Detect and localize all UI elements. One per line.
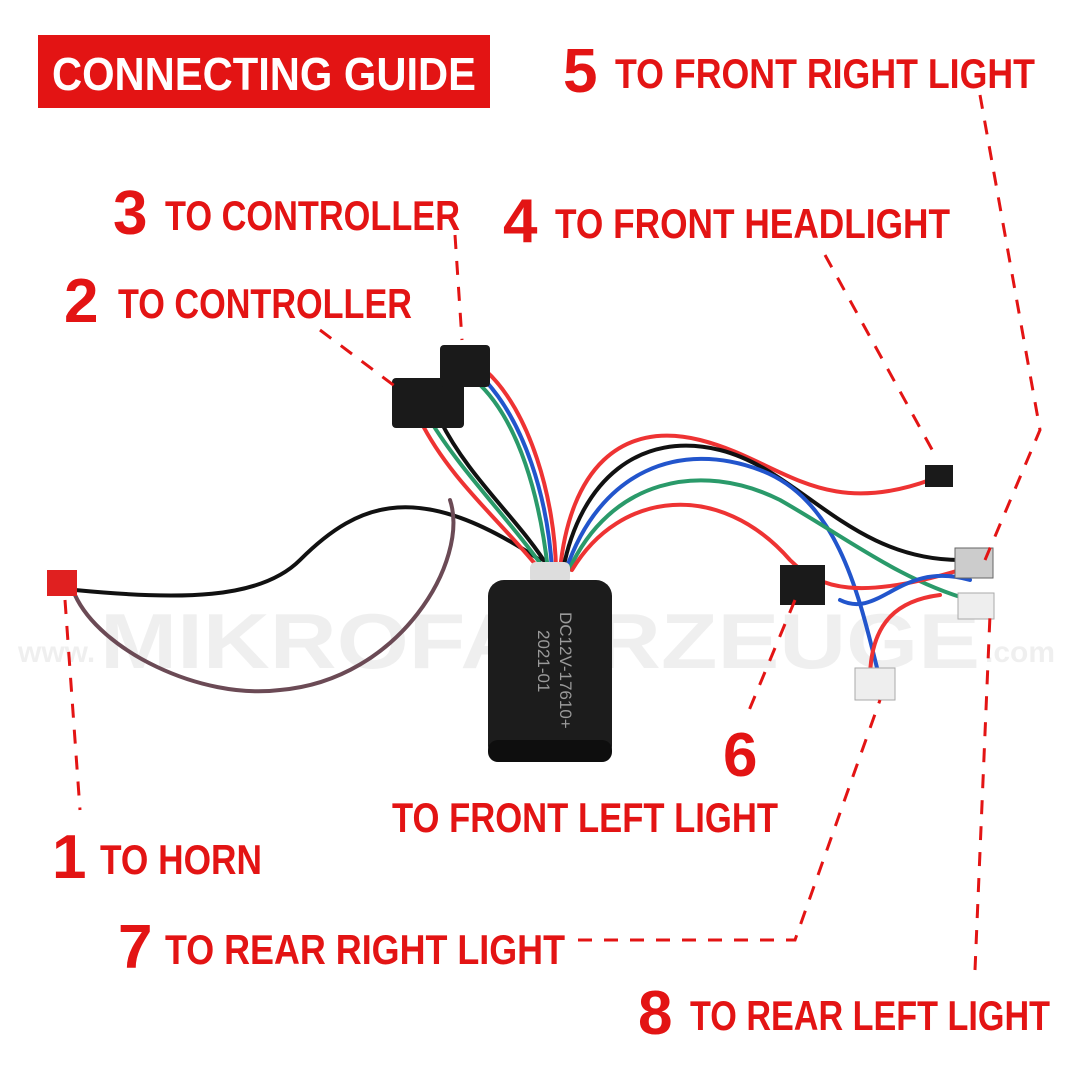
rear-left-connector <box>957 592 995 620</box>
svg-text:TO CONTROLLER: TO CONTROLLER <box>165 192 460 239</box>
svg-text:4: 4 <box>503 187 538 256</box>
leader-lines <box>63 94 1042 971</box>
rear-right-connector <box>854 667 896 701</box>
svg-text:www.: www. <box>17 636 95 669</box>
label-3: 3 TO CONTROLLER <box>113 179 460 248</box>
svg-text:TO REAR RIGHT LIGHT: TO REAR RIGHT LIGHT <box>165 926 565 973</box>
svg-text:TO REAR LEFT LIGHT: TO REAR LEFT LIGHT <box>690 992 1050 1039</box>
svg-text:1: 1 <box>52 823 86 892</box>
svg-text:TO CONTROLLER: TO CONTROLLER <box>118 280 412 327</box>
horn-connector <box>47 570 77 596</box>
svg-text:5: 5 <box>563 37 597 106</box>
wiring-harness <box>73 368 972 694</box>
svg-text:TO FRONT LEFT LIGHT: TO FRONT LEFT LIGHT <box>392 794 778 841</box>
headlight-connector <box>925 465 953 487</box>
svg-text:TO FRONT RIGHT LIGHT: TO FRONT RIGHT LIGHT <box>615 50 1035 97</box>
svg-text:3: 3 <box>113 179 147 248</box>
label-7: 7 TO REAR RIGHT LIGHT <box>118 913 565 982</box>
label-4: 4 TO FRONT HEADLIGHT <box>503 187 950 256</box>
svg-text:6: 6 <box>723 721 757 790</box>
svg-text:8: 8 <box>638 979 672 1048</box>
svg-text:.com: .com <box>985 636 1055 669</box>
front-left-connector <box>780 565 825 605</box>
svg-text:7: 7 <box>118 913 152 982</box>
label-1: 1 TO HORN <box>52 823 262 892</box>
label-6: 6 TO FRONT LEFT LIGHT <box>392 721 778 841</box>
controller-connector-3 <box>440 345 490 387</box>
control-module: DC12V-17610+ 2021-01 <box>488 562 612 762</box>
controller-connector-2 <box>392 378 464 428</box>
label-8: 8 TO REAR LEFT LIGHT <box>638 979 1050 1048</box>
title-banner: CONNECTING GUIDE <box>38 35 490 108</box>
label-5: 5 TO FRONT RIGHT LIGHT <box>563 37 1035 106</box>
label-2: 2 TO CONTROLLER <box>64 267 412 336</box>
svg-text:2021-01: 2021-01 <box>534 630 553 692</box>
connectors <box>47 345 995 701</box>
svg-text:TO FRONT HEADLIGHT: TO FRONT HEADLIGHT <box>555 200 950 247</box>
svg-text:DC12V-17610+: DC12V-17610+ <box>556 612 575 729</box>
svg-text:CONNECTING GUIDE: CONNECTING GUIDE <box>52 48 476 100</box>
svg-text:TO HORN: TO HORN <box>100 836 262 883</box>
svg-text:2: 2 <box>64 267 98 336</box>
